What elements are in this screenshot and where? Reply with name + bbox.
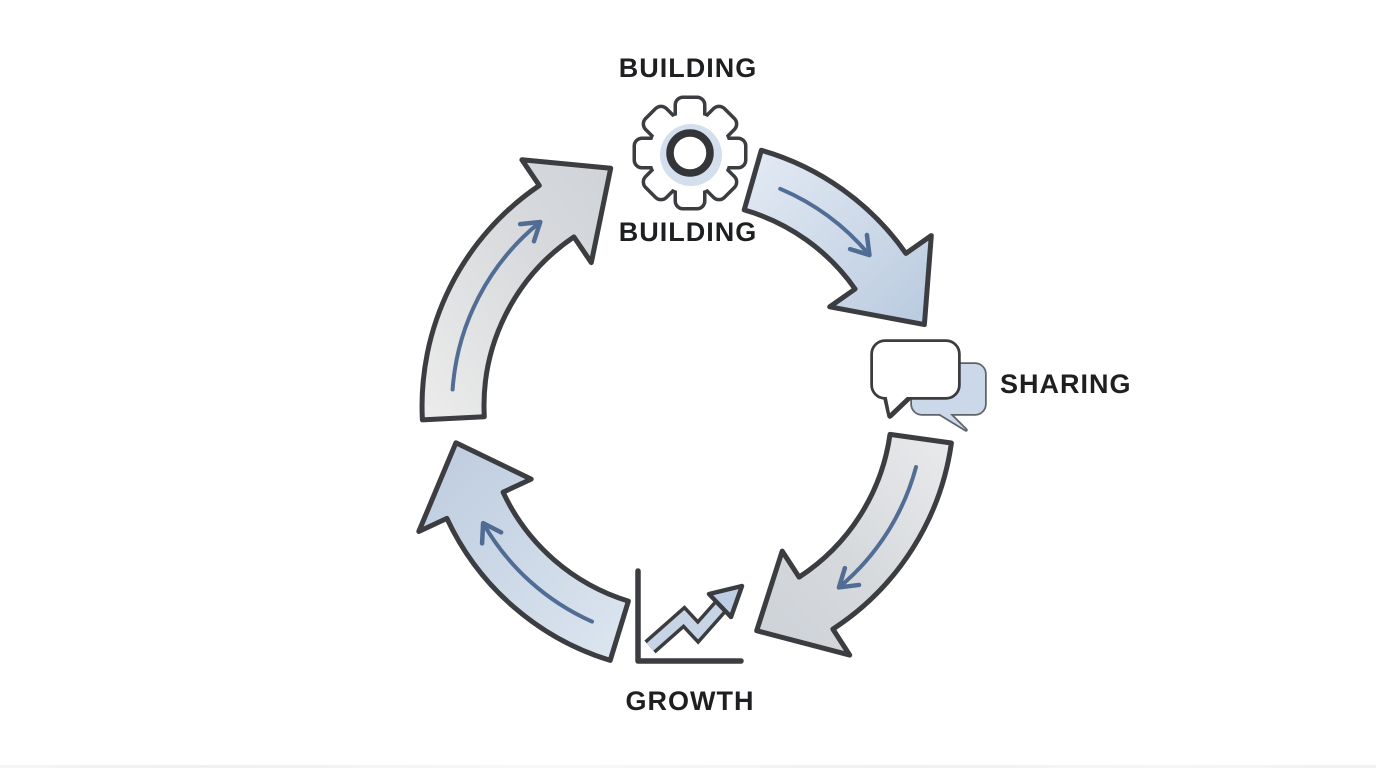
- inner-flow-arrows: [450, 186, 918, 624]
- building-label-bottom: BUILDING: [618, 217, 758, 247]
- arrow-building-to-sharing: [741, 147, 934, 328]
- arrow-sharing-to-growth: [754, 431, 954, 658]
- arrow-growth-to-building-2: [419, 157, 614, 423]
- growth-chart-icon: [635, 568, 745, 664]
- speech-bubbles-icon: [870, 339, 987, 432]
- chart-axes: [635, 568, 744, 664]
- inner-arrow-top-left: [450, 219, 543, 392]
- gear-icon: [632, 95, 748, 211]
- sharing-label: SHARING: [1000, 369, 1132, 399]
- inner-arrow-bottom-right: [836, 465, 918, 590]
- arrow-growth-to-building-1: [416, 440, 631, 663]
- paper-texture-edge: [0, 765, 1376, 768]
- growth-label: GROWTH: [625, 686, 755, 716]
- inner-arrow-top-right: [778, 186, 872, 258]
- inner-arrow-bottom-left: [479, 520, 594, 624]
- building-label-top: BUILDING: [618, 53, 758, 83]
